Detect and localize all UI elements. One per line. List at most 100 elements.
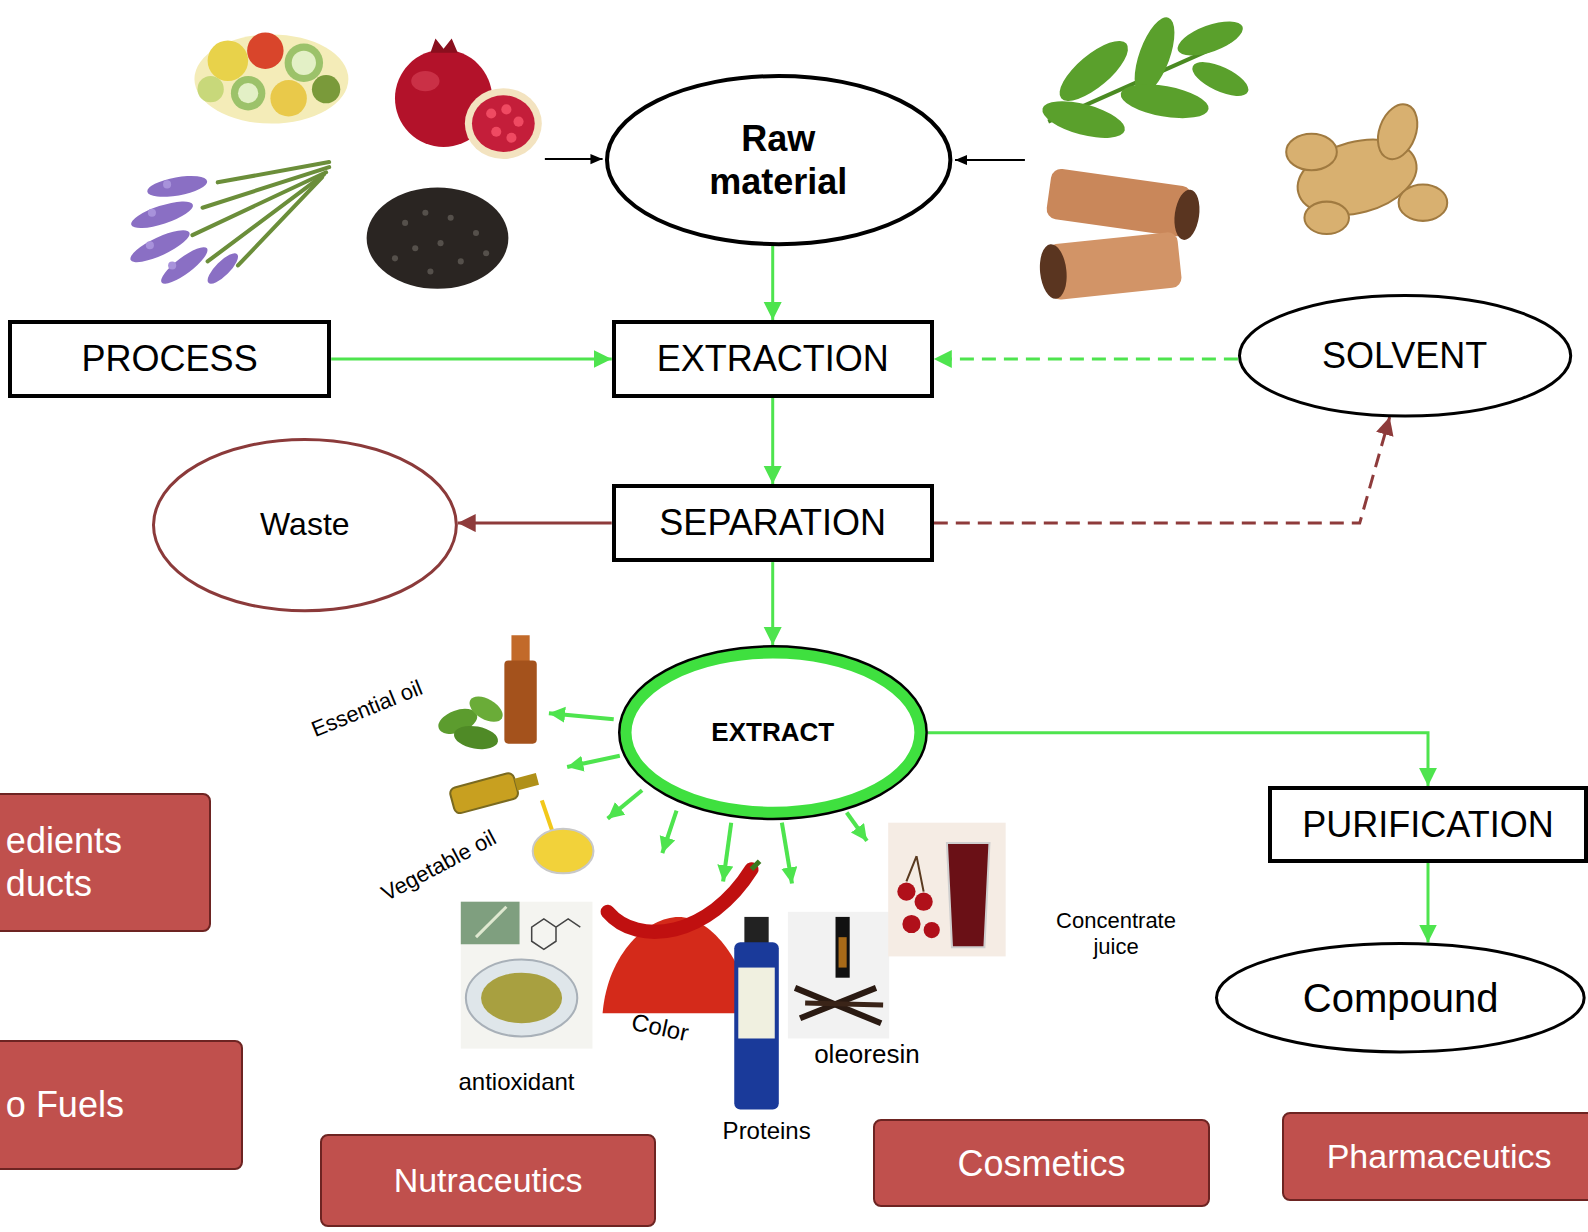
node-text: EXTRACT bbox=[711, 717, 834, 748]
lavender-picture-part-part bbox=[203, 249, 242, 288]
pomegranate-picture-part bbox=[472, 95, 535, 152]
seeds-picture-part-part bbox=[402, 220, 408, 226]
product-label: Essential oil bbox=[307, 675, 426, 743]
essential-oil-picture-part bbox=[511, 635, 529, 661]
vanilla-picture-part bbox=[836, 917, 850, 978]
salad-picture-part bbox=[285, 44, 323, 83]
separation-box: SEPARATION bbox=[612, 484, 934, 562]
connector-arrow bbox=[934, 358, 1238, 361]
connector-arrow bbox=[458, 522, 612, 525]
ellipse-outline bbox=[605, 74, 952, 246]
application-box: o Fuels bbox=[0, 1040, 243, 1170]
seeds-picture bbox=[367, 187, 509, 288]
vegetable-oil-picture-part-part bbox=[514, 773, 539, 791]
ginger-picture-part bbox=[1399, 184, 1448, 220]
antioxidant-picture-part bbox=[481, 973, 562, 1024]
cinnamon-picture-part bbox=[1171, 188, 1202, 242]
salad-picture-part bbox=[270, 80, 306, 116]
seeds-picture-part-part bbox=[427, 268, 433, 274]
juice-picture-part bbox=[902, 915, 920, 933]
seeds-picture-part bbox=[392, 210, 489, 275]
node-text: edients ducts bbox=[6, 819, 156, 905]
source-arrows-part bbox=[545, 158, 603, 160]
pomegranate-picture-part bbox=[465, 88, 542, 159]
seeds-picture-part-part bbox=[483, 250, 489, 256]
node-text: Pharmaceutics bbox=[1327, 1136, 1552, 1177]
essential-oil-picture bbox=[435, 635, 537, 752]
connector-arrow bbox=[771, 246, 774, 320]
ellipse-shape bbox=[1239, 295, 1570, 416]
node-text: PURIFICATION bbox=[1302, 803, 1553, 846]
essential-oil-picture-part bbox=[465, 691, 507, 727]
connector-arrow bbox=[771, 562, 774, 645]
lavender-picture-part bbox=[238, 177, 322, 265]
juice-picture-part bbox=[947, 843, 990, 947]
pomegranate-picture-part bbox=[506, 133, 516, 143]
purification-box: PURIFICATION bbox=[1268, 786, 1588, 863]
protein-bottle-picture bbox=[734, 917, 779, 1109]
product-arrows-part bbox=[782, 823, 792, 884]
source-arrows-part bbox=[955, 159, 1025, 161]
pomegranate-picture-part bbox=[486, 108, 496, 118]
node-text: SEPARATION bbox=[659, 501, 886, 544]
lavender-picture-part-part bbox=[157, 242, 212, 289]
juice-picture bbox=[888, 823, 1005, 957]
lavender-picture-part bbox=[208, 174, 324, 261]
connector-arrow bbox=[1427, 863, 1430, 943]
stevia-picture-part-part bbox=[1173, 14, 1247, 62]
antioxidant-picture-part bbox=[461, 902, 520, 945]
antioxidant-picture-part bbox=[466, 959, 577, 1036]
vegetable-oil-picture-part-part bbox=[449, 772, 519, 814]
connector-arrow bbox=[771, 398, 774, 484]
juice-picture-part bbox=[915, 893, 933, 911]
pomegranate-picture-part bbox=[491, 127, 501, 137]
ellipse-shape bbox=[607, 76, 950, 244]
product-arrows-part bbox=[847, 813, 867, 841]
protein-bottle-picture-part bbox=[734, 942, 779, 1109]
ellipse-shape bbox=[153, 439, 456, 610]
product-label: Concentrate juice bbox=[1031, 907, 1201, 960]
salad-picture-part bbox=[312, 75, 340, 103]
application-box: Pharmaceutics bbox=[1282, 1112, 1588, 1201]
chili-picture-part bbox=[751, 861, 759, 869]
node-text: Nutraceutics bbox=[394, 1160, 583, 1201]
lavender-picture-part bbox=[127, 172, 242, 289]
extract-ellipse: EXTRACT bbox=[618, 645, 928, 820]
pomegranate-picture-part bbox=[411, 71, 439, 91]
seeds-picture-part-part bbox=[412, 245, 418, 251]
cinnamon-picture bbox=[1037, 168, 1202, 301]
vanilla-picture-part bbox=[839, 937, 847, 967]
product-arrows-part bbox=[567, 756, 620, 767]
salad-picture-part bbox=[208, 41, 249, 82]
cinnamon-picture-part bbox=[1045, 168, 1192, 238]
extraction-box: EXTRACTION bbox=[612, 320, 934, 398]
cinnamon-picture-part bbox=[1037, 243, 1069, 300]
antioxidant-picture bbox=[461, 902, 593, 1049]
vanilla-picture-part bbox=[788, 912, 889, 1039]
lavender-picture-part bbox=[146, 180, 176, 269]
ellipse-shape bbox=[1217, 943, 1585, 1051]
chili-picture-part bbox=[608, 869, 752, 932]
stevia-picture-part-part bbox=[1039, 94, 1129, 145]
salad-picture-part bbox=[231, 76, 265, 110]
vegetable-oil-picture-part bbox=[533, 829, 594, 874]
seeds-picture-part-part bbox=[458, 258, 464, 264]
pomegranate-picture bbox=[395, 39, 542, 160]
product-arrows-part bbox=[549, 713, 614, 719]
product-label: Proteins bbox=[723, 1117, 811, 1146]
product-label: oleoresin bbox=[814, 1040, 920, 1071]
connector-arrow bbox=[928, 733, 1428, 786]
cinnamon-picture-part bbox=[1046, 231, 1183, 300]
antioxidant-picture-part bbox=[476, 907, 506, 937]
stevia-picture-part-part bbox=[1188, 55, 1253, 103]
waste-ellipse: Waste bbox=[152, 438, 458, 612]
vanilla-picture bbox=[788, 912, 889, 1039]
stevia-picture-part-part bbox=[1118, 79, 1211, 124]
connector-arrow bbox=[331, 358, 612, 361]
node-text: o Fuels bbox=[6, 1083, 124, 1126]
protein-bottle-picture-part bbox=[738, 968, 774, 1039]
lavender-picture bbox=[127, 162, 329, 289]
seeds-picture-part bbox=[367, 187, 509, 288]
pomegranate-picture-part bbox=[513, 117, 523, 127]
